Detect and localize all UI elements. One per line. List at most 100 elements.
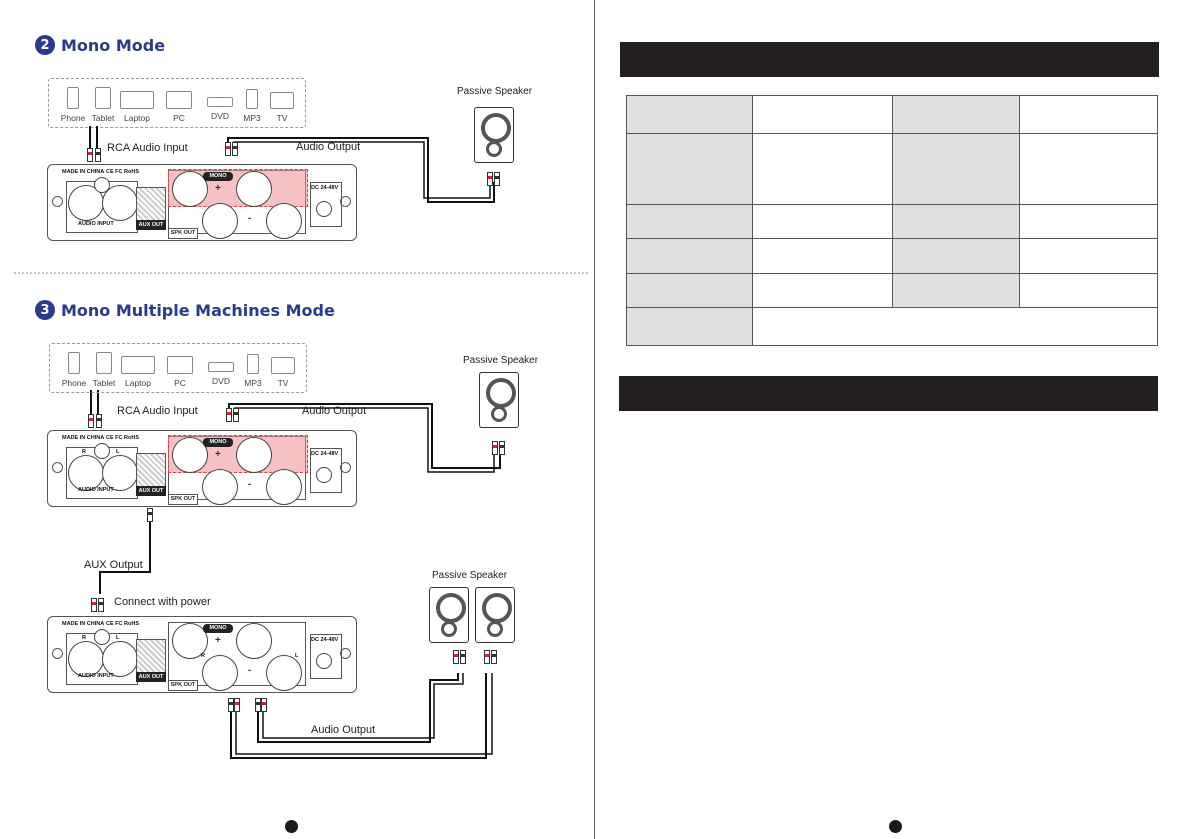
mono-badge: MONO	[203, 624, 233, 633]
section-heading-mono-multiple: 3 Mono Multiple Machines Mode	[35, 300, 335, 320]
device-label: Laptop	[124, 113, 150, 123]
tablet-icon	[96, 352, 112, 374]
rca-plug-red	[91, 598, 97, 612]
dc-jack	[316, 201, 332, 217]
passive-speaker-label: Passive Speaker	[463, 355, 539, 366]
aux-out-label: AUX OUT	[136, 486, 166, 496]
audio-input-label: AUDIO INPUT	[78, 673, 114, 679]
output-wire-d	[262, 673, 464, 739]
aux-out-label: AUX OUT	[136, 672, 166, 682]
speaker-terminal	[202, 655, 238, 691]
aux-output-label: AUX Output	[84, 559, 143, 571]
spk-out-label: SPK OUT	[168, 494, 198, 505]
rca-plug-black	[96, 414, 102, 428]
rca-jack-l	[102, 641, 138, 677]
mono-badge: MONO	[203, 172, 233, 181]
page-number-dot	[889, 820, 902, 833]
table-cell	[892, 238, 1021, 274]
table-cell	[751, 133, 894, 205]
step-number-badge: 3	[35, 300, 55, 320]
dc-jack	[316, 653, 332, 669]
table-cell-wide	[751, 307, 1159, 346]
plus-sign: +	[215, 183, 221, 194]
table-cell	[751, 95, 894, 134]
dc-jack	[316, 467, 332, 483]
rca-plug-red	[484, 650, 490, 664]
rca-plug-red	[453, 650, 459, 664]
device-pc: PC	[155, 87, 203, 123]
audio-input-label: AUDIO INPUT	[78, 221, 114, 227]
mount-hole	[340, 196, 351, 207]
device-tv: TV	[259, 352, 307, 388]
table-cell	[1019, 273, 1158, 308]
speaker-wire-outer	[227, 137, 495, 203]
phone-icon	[67, 87, 79, 109]
speaker-terminal	[202, 469, 238, 505]
laptop-icon	[120, 91, 154, 109]
amplifier-panel: MADE IN CHINA CE FC RoHS R L AUDIO INPUT…	[47, 616, 357, 693]
aux-out-port	[136, 453, 166, 488]
table-row	[626, 307, 1159, 346]
source-devices-box: Phone Tablet Laptop PC DVD MP3 TV	[49, 343, 307, 393]
pc-icon	[167, 356, 193, 374]
tweeter	[487, 621, 503, 637]
dc-label: DC 24-48V	[311, 637, 339, 643]
passive-speaker-icon	[474, 107, 514, 163]
device-tablet: Tablet	[79, 87, 127, 123]
output-wire-b	[235, 673, 493, 755]
input-r-label: R	[82, 635, 86, 641]
table-cell	[626, 273, 753, 308]
rca-plug-red	[487, 172, 493, 186]
device-dvd: DVD	[196, 87, 244, 121]
rca-plug-black	[233, 408, 239, 422]
passive-speaker-icon	[429, 587, 469, 643]
rca-plug-black	[460, 650, 466, 664]
device-label: PC	[173, 113, 185, 123]
terminal-r-mark: R	[201, 653, 205, 659]
rca-input-label: RCA Audio Input	[107, 142, 188, 154]
aux-out-label: AUX OUT	[136, 220, 166, 230]
rca-jack-r	[68, 641, 104, 677]
tablet-icon	[95, 87, 111, 109]
page-spine	[594, 0, 595, 839]
input-l-label: L	[116, 449, 120, 455]
device-phone: Phone	[49, 87, 97, 123]
mp3-icon	[246, 89, 258, 109]
made-in-label: MADE IN CHINA	[62, 435, 105, 441]
section-title: Mono Mode	[61, 35, 166, 55]
table-cell	[1019, 95, 1158, 134]
audio-output-label: Audio Output	[302, 405, 367, 417]
spk-out-label: SPK OUT	[168, 680, 198, 691]
minus-sign: -	[248, 213, 252, 224]
table-row	[626, 273, 1158, 308]
input-r-label: R	[82, 449, 86, 455]
audio-output-label: Audio Output	[311, 724, 376, 736]
section-header-bar	[620, 42, 1159, 77]
output-wire-c	[257, 673, 459, 743]
aux-out-port	[136, 639, 166, 674]
device-label: DVD	[211, 111, 229, 121]
speaker-wire-outer-3	[228, 403, 501, 469]
table-row	[626, 95, 1158, 134]
tweeter	[486, 141, 502, 157]
plus-sign: +	[215, 449, 221, 460]
device-mp3: MP3	[228, 87, 276, 123]
dc-label: DC 24-48V	[311, 185, 339, 191]
tv-icon	[271, 357, 295, 374]
woofer	[481, 113, 511, 143]
audio-input-label: AUDIO INPUT	[78, 487, 114, 493]
rca-plug-black	[499, 441, 505, 455]
minus-sign: -	[248, 479, 252, 490]
mp3-icon	[247, 354, 259, 374]
table-cell	[892, 204, 1021, 239]
aux-plug	[147, 508, 153, 522]
rca-jack-l	[102, 185, 138, 221]
device-label: MP3	[243, 113, 261, 123]
section-title: Mono Multiple Machines Mode	[61, 300, 335, 320]
input-l-label: L	[116, 635, 120, 641]
device-laptop: Laptop	[114, 352, 162, 388]
rca-plug-black	[98, 598, 104, 612]
table-row	[626, 238, 1158, 274]
device-laptop: Laptop	[113, 87, 161, 123]
source-devices-box: Phone Tablet Laptop PC DVD MP3 TV	[48, 78, 306, 128]
